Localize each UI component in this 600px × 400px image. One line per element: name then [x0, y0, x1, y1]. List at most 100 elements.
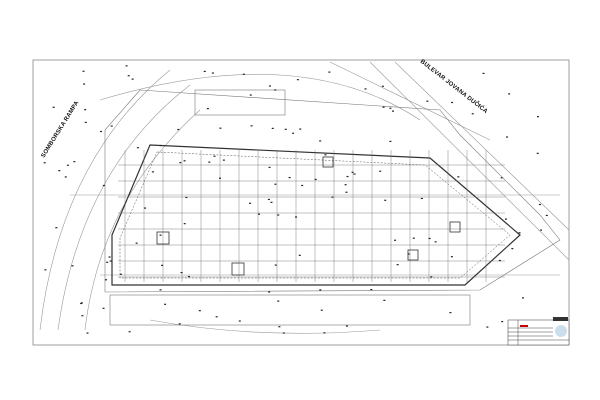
survey-point [159, 234, 162, 236]
survey-point [274, 89, 277, 91]
survey-point [506, 136, 509, 138]
survey-point [84, 121, 87, 124]
survey-point [434, 241, 437, 243]
survey-point [521, 297, 524, 299]
survey-point [52, 106, 55, 108]
survey-point [396, 264, 399, 266]
survey-point [383, 299, 386, 301]
survey-point [345, 191, 348, 193]
survey-point [222, 159, 225, 161]
survey-point [135, 242, 138, 244]
survey-point [277, 214, 280, 216]
survey-point [412, 237, 415, 239]
survey-point [295, 216, 298, 218]
survey-point [478, 104, 481, 106]
survey-point [208, 161, 211, 163]
survey-point [450, 256, 453, 258]
survey-point [296, 79, 299, 81]
survey-point [508, 93, 511, 95]
survey-point [381, 85, 384, 87]
survey-point [407, 253, 410, 255]
survey-point [268, 291, 271, 293]
survey-point [179, 162, 182, 164]
survey-point [250, 125, 253, 127]
survey-point [131, 78, 134, 80]
survey-point [44, 269, 47, 271]
survey-point [219, 127, 222, 129]
survey-point [81, 315, 84, 317]
survey-point [108, 256, 111, 258]
survey-point [268, 166, 271, 169]
core-rooms [156, 156, 461, 276]
survey-point [536, 152, 539, 154]
lot-boundaries [104, 89, 561, 326]
survey-point [161, 264, 164, 266]
survey-point [238, 320, 241, 322]
survey-point [274, 183, 277, 185]
survey-point [328, 71, 331, 73]
survey-point [504, 218, 507, 220]
survey-point [420, 197, 423, 200]
survey-point [187, 275, 190, 278]
survey-point [314, 178, 317, 181]
survey-point [319, 140, 322, 142]
survey-point [270, 201, 273, 203]
street-label-west: SOMBORSKA RAMPA [41, 100, 81, 159]
survey-point [498, 259, 501, 262]
survey-point [213, 155, 216, 157]
stamp-mark [520, 325, 528, 327]
title-block [507, 317, 570, 346]
survey-point [451, 101, 454, 104]
survey-point [249, 94, 252, 96]
survey-point [106, 261, 109, 263]
survey-point [346, 175, 349, 178]
survey-point [268, 85, 271, 87]
survey-point [482, 72, 485, 75]
survey-point [538, 203, 541, 206]
survey-point [518, 232, 521, 234]
survey-point [258, 213, 261, 215]
survey-point [206, 108, 209, 110]
survey-point [119, 273, 122, 275]
survey-point [136, 147, 139, 149]
survey-point [382, 106, 385, 108]
survey-point [58, 170, 61, 172]
survey-point [426, 100, 429, 102]
survey-point [127, 75, 130, 77]
survey-point [545, 214, 548, 217]
survey-point [353, 173, 356, 175]
survey-point [351, 171, 354, 173]
survey-point [389, 107, 392, 109]
survey-point [55, 227, 58, 229]
survey-point [109, 260, 112, 262]
survey-point [384, 199, 387, 201]
survey-point [84, 109, 87, 111]
street-label-north-east: BULEVAR JOVANA DUČIĆA [419, 57, 490, 115]
building-inner-outline [119, 151, 511, 279]
survey-point [64, 176, 67, 178]
survey-point [110, 125, 113, 127]
survey-point [164, 303, 167, 305]
survey-point [125, 65, 128, 67]
survey-point [282, 332, 285, 334]
survey-point [159, 289, 162, 291]
survey-point [288, 176, 291, 179]
survey-point [278, 326, 281, 328]
survey-point [277, 300, 280, 302]
survey-point [344, 184, 347, 186]
survey-point [428, 237, 431, 240]
survey-point [449, 311, 452, 314]
survey-point [320, 309, 323, 311]
survey-point [105, 279, 108, 281]
survey-point [298, 254, 301, 256]
survey-point [271, 127, 274, 129]
survey-point [323, 332, 326, 334]
survey-point [73, 161, 76, 163]
survey-point [183, 223, 186, 225]
survey-point [501, 320, 504, 323]
survey-point [71, 265, 74, 267]
road-lines [39, 61, 570, 334]
structural-grid [118, 150, 505, 282]
survey-point [242, 73, 245, 75]
